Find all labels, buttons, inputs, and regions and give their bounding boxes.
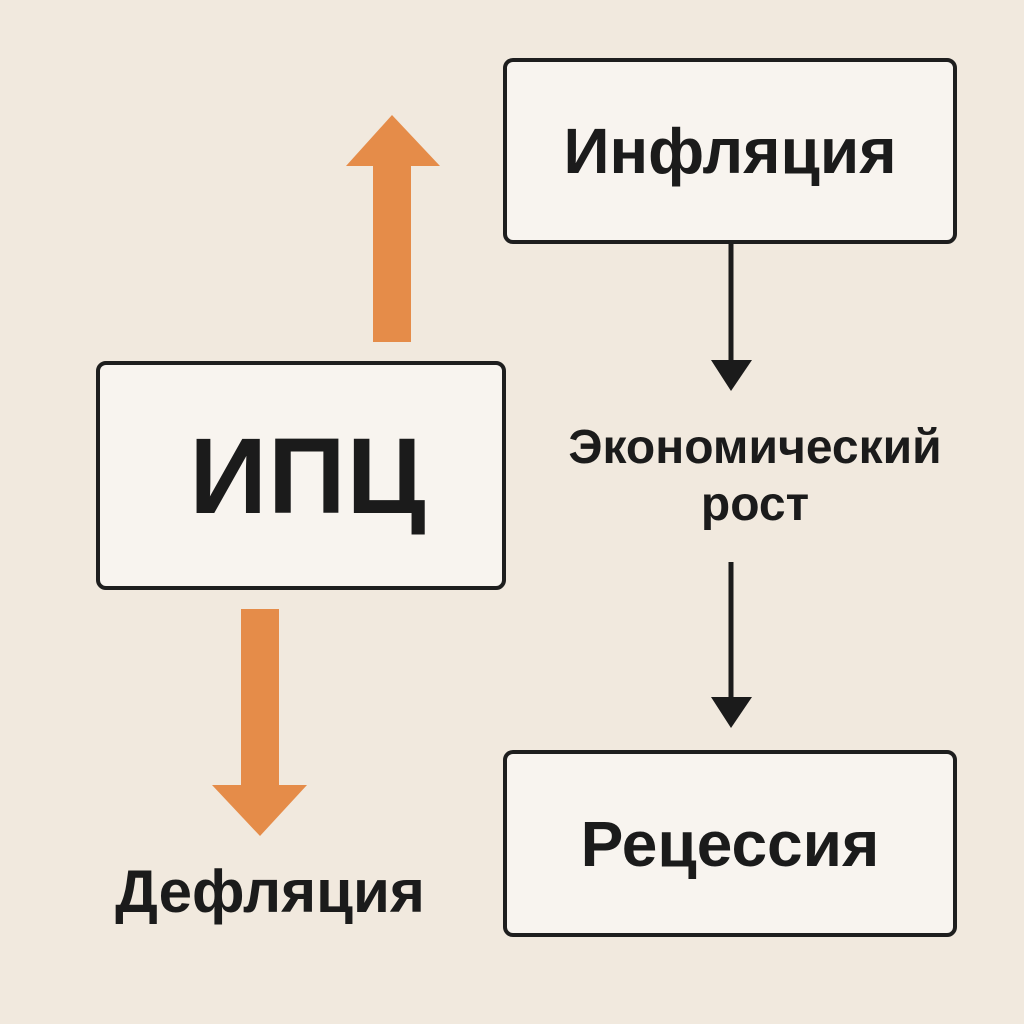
recession-label: Рецессия xyxy=(580,807,880,880)
recession-box: Рецессия xyxy=(503,750,957,937)
arrow-up-orange xyxy=(346,115,440,342)
inflation-label: Инфляция xyxy=(563,115,897,187)
economic-growth-label: Экономический рост xyxy=(568,421,942,531)
cpi-box: ИПЦ xyxy=(96,361,506,590)
arrow-down-orange xyxy=(212,609,307,836)
arrow-growth-to-recession xyxy=(711,562,752,728)
arrow-inflation-to-growth xyxy=(711,244,752,391)
cpi-label: ИПЦ xyxy=(189,414,427,536)
deflation-label: Дефляция xyxy=(115,858,425,925)
inflation-box: Инфляция xyxy=(503,58,957,244)
